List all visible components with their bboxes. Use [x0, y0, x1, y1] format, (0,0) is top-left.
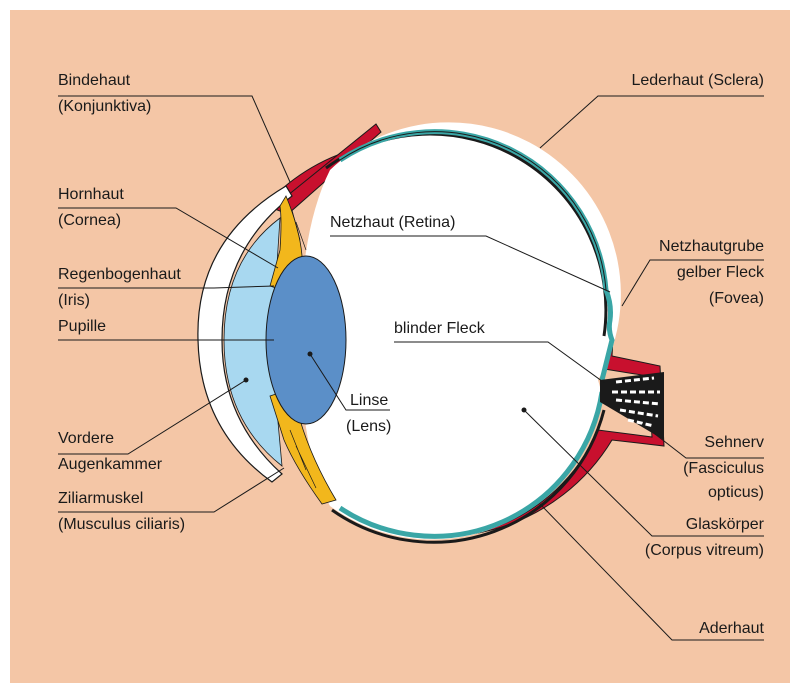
optic-nerve [600, 372, 664, 440]
label-fasciculus: (Fasciculus [683, 460, 764, 478]
label-netzhautgrube: Netzhautgrube [659, 238, 764, 256]
label-sehnerv: Sehnerv [704, 434, 764, 452]
label-vordere: Vordere [58, 430, 114, 448]
label-glaskoerper: Glaskörper [686, 516, 764, 534]
label-lederhaut: Lederhaut (Sclera) [631, 72, 764, 90]
label-hornhaut: Hornhaut [58, 186, 124, 204]
label-aderhaut: Aderhaut [699, 620, 764, 638]
label-pupille: Pupille [58, 318, 106, 336]
label-ziliarmuskel: Ziliarmuskel [58, 490, 143, 508]
label-netzhaut: Netzhaut (Retina) [330, 214, 455, 232]
label-iris: (Iris) [58, 292, 90, 310]
lens-shape [266, 256, 346, 424]
label-augenkammer: Augenkammer [58, 456, 162, 474]
label-fovea: (Fovea) [709, 290, 764, 308]
label-opticus: opticus) [708, 484, 764, 502]
label-regenbogenhaut: Regenbogenhaut [58, 266, 181, 284]
label-musculus-ciliaris: (Musculus ciliaris) [58, 516, 185, 534]
label-lens: (Lens) [346, 418, 391, 436]
label-linse: Linse [350, 392, 388, 410]
label-cornea: (Cornea) [58, 212, 121, 230]
label-gelber-fleck: gelber Fleck [677, 264, 764, 282]
label-konjunktiva: (Konjunktiva) [58, 98, 151, 116]
label-blinder-fleck: blinder Fleck [394, 320, 485, 338]
label-corpus-vitreum: (Corpus vitreum) [645, 542, 764, 560]
label-bindehaut: Bindehaut [58, 72, 130, 90]
